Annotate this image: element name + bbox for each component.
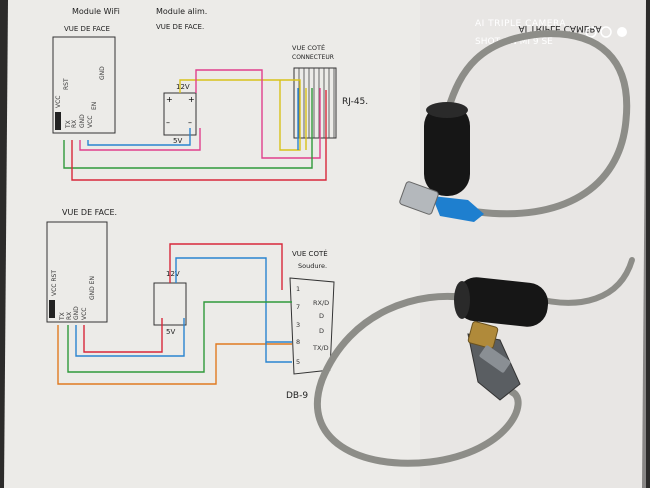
svg-text:GND: GND xyxy=(99,66,106,80)
top-rj45-label: RJ-45. xyxy=(342,97,368,107)
svg-text:RX: RX xyxy=(71,120,78,128)
bottom-wifi-title: VUE DE FACE. xyxy=(62,208,117,217)
top-alim-subtitle: VUE DE FACE. xyxy=(156,23,204,31)
top-rj45-pins xyxy=(298,68,335,138)
svg-text:TX: TX xyxy=(65,120,72,129)
svg-text:VCC RST: VCC RST xyxy=(51,270,58,296)
db9-cable xyxy=(313,257,635,467)
top-rj-title-1: VUE COTÉ xyxy=(292,43,325,52)
bottom-wifi-module xyxy=(46,221,108,323)
watermark-circle-3 xyxy=(617,27,627,37)
svg-text:VCC: VCC xyxy=(81,308,88,320)
rj45-plug xyxy=(399,181,439,215)
svg-text:D: D xyxy=(319,327,324,335)
top-alim-plus-in: + xyxy=(166,95,173,104)
svg-text:RST: RST xyxy=(63,78,70,90)
watermark-circle-2 xyxy=(600,26,612,38)
svg-text:RX/D: RX/D xyxy=(313,299,329,307)
db9-cable-tail xyxy=(531,257,635,306)
top-alim-in-label: 12V xyxy=(176,83,190,91)
db9-connector-shell xyxy=(467,321,499,349)
bottom-wifi-chip xyxy=(49,300,55,318)
bottom-db9-pins: 1 7 3 8 5 RX/D D D TX/D xyxy=(296,285,329,366)
bottom-wifi-pin-labels: VCC RST GND EN TX RX GND VCC xyxy=(51,270,96,321)
watermark-line1: AI TRIPLE CAMERA xyxy=(475,19,566,29)
svg-text:AI TRIPLE CAMERA: AI TRIPLE CAMERA xyxy=(518,23,602,33)
bottom-db9-label: DB-9 xyxy=(286,391,308,401)
top-alim-minus-in: – xyxy=(166,118,170,127)
db9-connector-clip xyxy=(479,345,511,373)
svg-text:3: 3 xyxy=(296,321,300,329)
db9-ferrite-end xyxy=(454,281,470,319)
svg-text:VCC: VCC xyxy=(87,116,94,128)
svg-text:D: D xyxy=(319,312,324,320)
top-wifi-title: Module WiFi xyxy=(72,7,120,16)
svg-text:TX: TX xyxy=(59,312,66,321)
bottom-alim-in-label: 12V xyxy=(166,270,180,278)
top-wires xyxy=(63,69,327,181)
bottom-wires xyxy=(57,243,292,385)
top-wifi-module xyxy=(52,36,116,134)
top-alim-minus-out: – xyxy=(188,118,192,127)
rj45-ferrite-end xyxy=(426,102,468,118)
db9-cable-loop xyxy=(313,292,522,467)
svg-text:GND EN: GND EN xyxy=(89,276,96,300)
bottom-db-title-1: VUE COTÉ xyxy=(292,249,328,258)
svg-text:GND: GND xyxy=(73,306,80,320)
svg-text:VCC: VCC xyxy=(55,96,62,108)
top-wifi-subtitle: VUE DE FACE xyxy=(64,25,110,33)
rj45-ferrite-bead xyxy=(424,104,470,196)
svg-text:8: 8 xyxy=(296,338,300,346)
svg-text:RX: RX xyxy=(66,312,73,320)
top-rj-title-2: CONNECTEUR xyxy=(292,54,334,61)
rj45-cable xyxy=(399,30,631,222)
svg-text:1: 1 xyxy=(296,285,300,293)
top-alim-plus-out: + xyxy=(188,95,195,104)
rj45-boot xyxy=(432,196,484,222)
svg-text:GND: GND xyxy=(79,114,86,128)
top-rj45-connector xyxy=(293,67,337,139)
camera-watermark: AI TRIPLE CAMERA xyxy=(518,23,602,33)
svg-text:TX/D: TX/D xyxy=(312,344,329,352)
svg-text:7: 7 xyxy=(296,303,300,311)
watermark-circle-1 xyxy=(585,26,597,38)
top-wifi-pin-labels: VCC RST EN GND TX RX GND VCC xyxy=(55,66,106,129)
bottom-db-title-2: Soudure. xyxy=(298,262,327,270)
top-diagram: Module WiFi VUE DE FACE Module alim. VUE… xyxy=(52,7,368,181)
bottom-diagram: VUE DE FACE. VCC RST GND EN TX RX GND VC… xyxy=(46,208,335,401)
top-alim-out-label: 5V xyxy=(173,137,182,145)
svg-text:EN: EN xyxy=(91,102,98,110)
bottom-alim-out-label: 5V xyxy=(166,328,175,336)
paper-shade xyxy=(420,0,646,488)
top-wifi-chip xyxy=(55,112,61,130)
svg-text:5: 5 xyxy=(296,358,300,366)
rj45-cable-loop xyxy=(444,30,631,218)
db9-ferrite-bead xyxy=(455,277,549,327)
top-alim-title: Module alim. xyxy=(156,7,207,16)
